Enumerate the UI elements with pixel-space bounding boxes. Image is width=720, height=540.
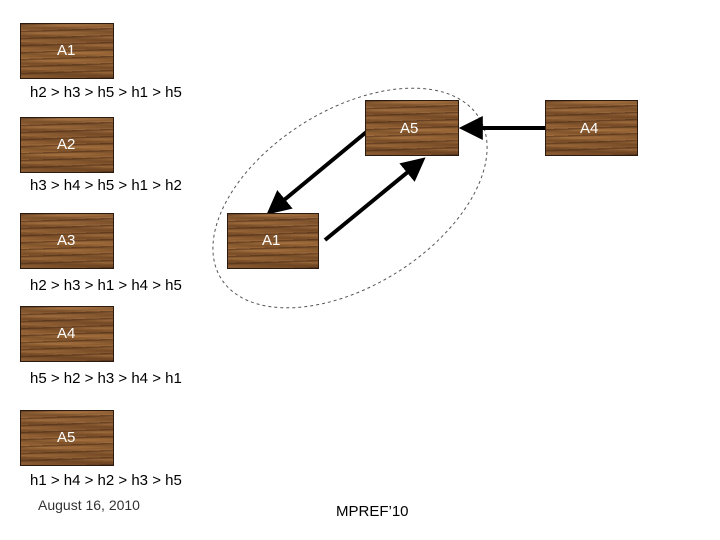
agent-label-a1: A1	[57, 42, 76, 59]
arrow-a5-to-a1	[266, 127, 372, 215]
preference-list-a2: h3 > h4 > h5 > h1 > h2	[30, 177, 182, 194]
graph-node-a5	[365, 100, 459, 156]
preference-list-a5: h1 > h4 > h2 > h3 > h5	[30, 472, 182, 489]
agent-box-a4	[20, 306, 114, 362]
preference-list-a3: h2 > h3 > h1 > h4 > h5	[30, 277, 182, 294]
footer-venue: MPREF’10	[336, 503, 409, 520]
graph-node-a1-label: A1	[262, 232, 281, 249]
graph-node-a4-label: A4	[580, 120, 599, 137]
agent-label-a2: A2	[57, 136, 76, 153]
graph-node-a1	[227, 213, 319, 269]
graph-node-a4	[545, 100, 638, 156]
arrow-a1-to-a5	[323, 157, 426, 242]
agent-label-a4: A4	[57, 325, 76, 342]
graph-node-a5-label: A5	[400, 120, 419, 137]
footer-date: August 16, 2010	[38, 497, 140, 513]
agent-box-a3	[20, 213, 114, 269]
agent-box-a1	[20, 23, 114, 79]
preference-list-a4: h5 > h2 > h3 > h4 > h1	[30, 370, 182, 387]
agent-box-a5	[20, 410, 114, 466]
agent-label-a5: A5	[57, 429, 76, 446]
agent-label-a3: A3	[57, 232, 76, 249]
agent-box-a2	[20, 117, 114, 173]
cycle-ellipse	[212, 87, 488, 309]
preference-list-a1: h2 > h3 > h5 > h1 > h5	[30, 84, 182, 101]
